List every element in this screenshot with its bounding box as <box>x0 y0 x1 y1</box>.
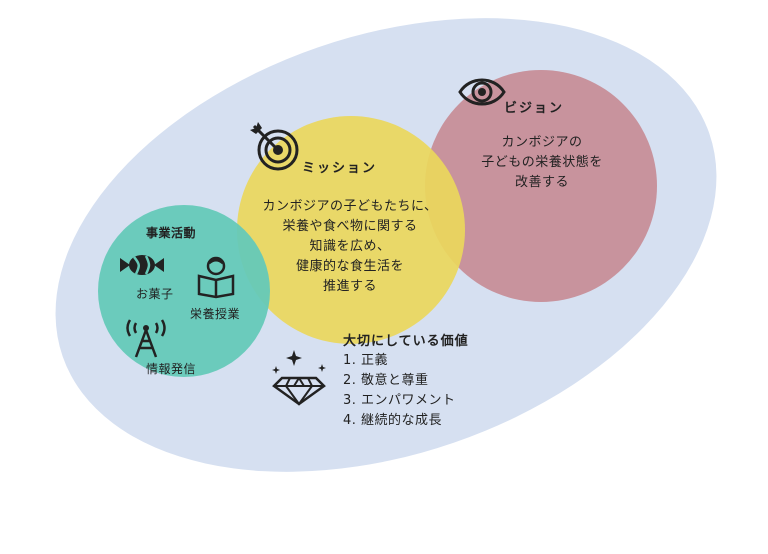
mission-line: 知識を広め、 <box>309 239 391 254</box>
mission-text: カンボジアの子どもたちに、 栄養や食べ物に関する 知識を広め、 健康的な食生活を… <box>250 197 450 297</box>
values-title: 大切にしている価値 <box>343 334 469 349</box>
vision-text: カンボジアの 子どもの栄養状態を 改善する <box>452 133 632 193</box>
value-item: 1. 正義 <box>343 353 389 368</box>
value-item: 4. 継続的な成長 <box>343 413 443 428</box>
mission-line: 推進する <box>322 279 377 294</box>
vision-line: カンボジアの <box>501 135 583 150</box>
mission-title: ミッション <box>302 161 378 176</box>
business-circle <box>98 205 270 377</box>
business-title: 事業活動 <box>146 226 197 240</box>
snack-label: お菓子 <box>136 287 174 301</box>
vision-circle <box>425 70 657 302</box>
class-label: 栄養授業 <box>190 307 241 321</box>
mission-line: 栄養や食べ物に関する <box>282 219 418 234</box>
vision-line: 子どもの栄養状態を <box>481 155 603 170</box>
values-list: 1. 正義 2. 敬意と尊重 3. エンパワメント 4. 継続的な成長 <box>343 351 456 431</box>
mission-line: カンボジアの子どもたちに、 <box>262 199 438 214</box>
reading-person-icon <box>197 256 235 299</box>
vision-line: 改善する <box>514 175 569 190</box>
value-item: 3. エンパワメント <box>343 393 456 408</box>
value-item: 2. 敬意と尊重 <box>343 373 429 388</box>
candy-icon <box>120 255 164 275</box>
eye-icon <box>458 78 506 106</box>
broadcast-tower-icon <box>126 319 166 358</box>
mission-line: 健康的な食生活を <box>295 259 404 274</box>
vision-title: ビジョン <box>504 101 565 116</box>
diamond-sparkle-icon <box>272 350 326 406</box>
target-icon <box>250 122 299 171</box>
info-label: 情報発信 <box>146 362 197 376</box>
